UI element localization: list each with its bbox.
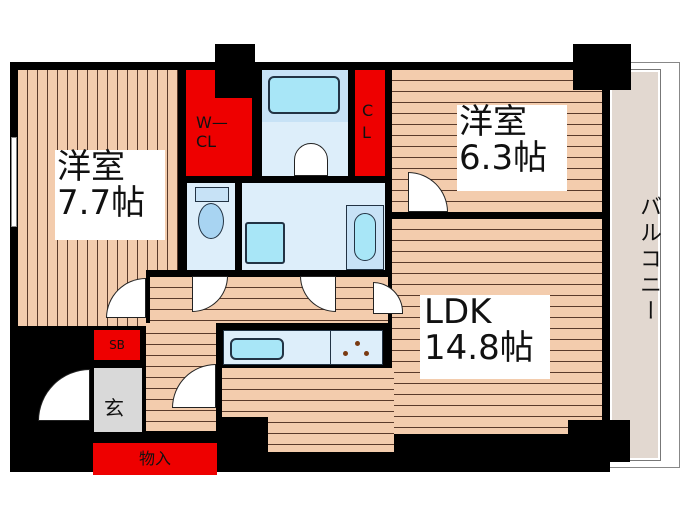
room-name: 洋室	[57, 147, 125, 187]
closet-label: C L	[362, 100, 373, 144]
shoe-box: SB	[94, 330, 140, 360]
closet	[355, 70, 385, 176]
storeroom: 物入	[93, 443, 217, 475]
entrance-label: 玄	[104, 396, 124, 420]
burner-icon	[343, 351, 348, 356]
kitchen-sink-icon	[230, 338, 284, 360]
room-label-western-6-3: 洋室 6.3帖	[457, 102, 567, 191]
cl-line2: L	[362, 123, 371, 142]
room-label-western-7-7: 洋室 7.7帖	[55, 147, 165, 240]
hallway	[150, 277, 388, 323]
room-size: 7.7帖	[57, 182, 146, 223]
balcony-outline	[600, 62, 680, 468]
room-label-ldk: LDK 14.8帖	[420, 292, 550, 379]
wcl-line1: W—	[196, 113, 228, 132]
pillar	[222, 417, 268, 457]
washing-machine-icon	[245, 222, 285, 264]
wcl-line2: CL	[196, 132, 217, 151]
stove-icon	[330, 331, 382, 364]
bathtub-icon	[268, 76, 340, 114]
balcony-label: バルコニー	[636, 195, 661, 325]
toilet-tank-icon	[195, 187, 229, 202]
window-left	[11, 137, 17, 227]
toilet-icon	[198, 203, 224, 239]
pillar	[573, 44, 631, 90]
walk-in-closet-label: W— CL	[196, 113, 228, 151]
burner-icon	[364, 351, 369, 356]
pillar	[568, 420, 630, 462]
entrance	[94, 368, 142, 432]
room-size: 14.8帖	[424, 327, 534, 368]
bath-door[interactable]	[294, 143, 328, 176]
room-size: 6.3帖	[459, 137, 548, 178]
balcony	[609, 69, 661, 461]
room-name: 洋室	[459, 102, 527, 142]
sink-icon	[354, 213, 376, 261]
cl-line1: C	[362, 101, 374, 120]
room-name: LDK	[424, 292, 492, 332]
burner-icon	[355, 341, 360, 346]
pillar	[215, 44, 255, 98]
